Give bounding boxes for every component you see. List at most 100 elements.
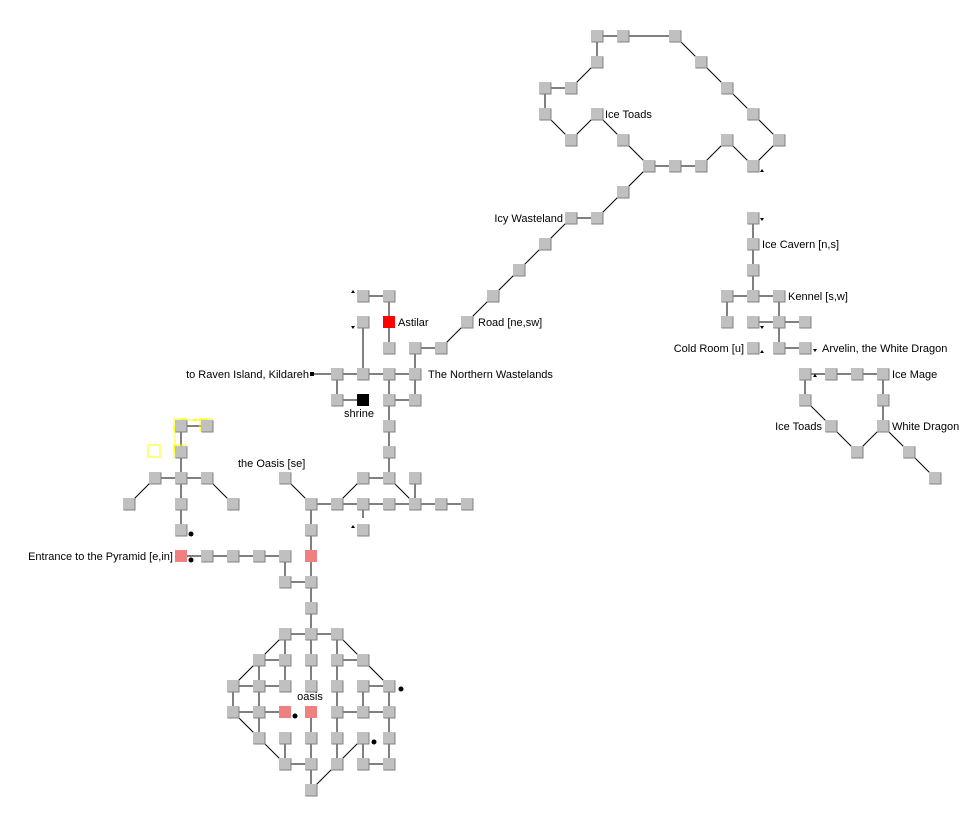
room[interactable] (331, 628, 344, 641)
room[interactable] (331, 732, 344, 745)
room[interactable] (773, 290, 786, 303)
room[interactable] (279, 654, 292, 667)
room[interactable] (565, 82, 578, 95)
room[interactable] (747, 264, 760, 277)
special-room[interactable] (305, 706, 317, 718)
room[interactable] (305, 602, 318, 615)
room[interactable] (617, 186, 630, 199)
room[interactable] (747, 212, 760, 225)
room[interactable] (825, 420, 838, 433)
room[interactable] (305, 758, 318, 771)
room[interactable] (201, 472, 214, 485)
room[interactable] (201, 420, 214, 433)
room[interactable] (305, 784, 318, 797)
room[interactable] (799, 342, 812, 355)
room[interactable] (253, 550, 266, 563)
room[interactable] (357, 654, 370, 667)
room[interactable] (877, 394, 890, 407)
room[interactable] (747, 316, 760, 329)
room[interactable] (773, 342, 786, 355)
room[interactable] (409, 368, 422, 381)
room[interactable] (539, 82, 552, 95)
room[interactable] (357, 758, 370, 771)
room[interactable] (539, 238, 552, 251)
room[interactable] (773, 316, 786, 329)
room[interactable] (669, 160, 682, 173)
room[interactable] (149, 472, 162, 485)
room[interactable] (305, 524, 318, 537)
room[interactable] (643, 160, 656, 173)
room[interactable] (565, 134, 578, 147)
room[interactable] (331, 680, 344, 693)
room[interactable] (383, 290, 396, 303)
room[interactable] (565, 212, 578, 225)
room[interactable] (383, 732, 396, 745)
room[interactable] (409, 394, 422, 407)
room[interactable] (357, 524, 370, 537)
room[interactable] (591, 212, 604, 225)
room[interactable] (305, 498, 318, 511)
room[interactable] (227, 706, 240, 719)
room[interactable] (253, 706, 266, 719)
room[interactable] (851, 446, 864, 459)
room[interactable] (201, 550, 214, 563)
room[interactable] (669, 30, 682, 43)
room[interactable] (799, 394, 812, 407)
room[interactable] (175, 420, 188, 433)
room[interactable] (331, 368, 344, 381)
room[interactable] (799, 316, 812, 329)
room[interactable] (357, 680, 370, 693)
room[interactable] (747, 108, 760, 121)
room[interactable] (617, 30, 630, 43)
room[interactable] (383, 368, 396, 381)
room[interactable] (721, 82, 734, 95)
room[interactable] (279, 550, 292, 563)
room[interactable] (383, 420, 396, 433)
room[interactable] (279, 680, 292, 693)
room[interactable] (253, 732, 266, 745)
room[interactable] (305, 654, 318, 667)
room[interactable] (331, 706, 344, 719)
room[interactable] (383, 394, 396, 407)
room[interactable] (773, 134, 786, 147)
room[interactable] (175, 472, 188, 485)
room[interactable] (383, 472, 396, 485)
room[interactable] (357, 368, 370, 381)
room[interactable] (825, 368, 838, 381)
current-room[interactable] (383, 316, 395, 328)
shrine-room[interactable] (357, 394, 369, 406)
room[interactable] (227, 680, 240, 693)
room[interactable] (383, 758, 396, 771)
special-room[interactable] (175, 550, 187, 562)
room[interactable] (175, 446, 188, 459)
room[interactable] (331, 498, 344, 511)
room[interactable] (747, 290, 760, 303)
room[interactable] (357, 706, 370, 719)
room[interactable] (877, 420, 890, 433)
room[interactable] (435, 342, 448, 355)
room[interactable] (383, 446, 396, 459)
room[interactable] (123, 498, 136, 511)
room[interactable] (461, 498, 474, 511)
room[interactable] (331, 654, 344, 667)
room[interactable] (175, 498, 188, 511)
room[interactable] (747, 342, 760, 355)
room[interactable] (721, 316, 734, 329)
room[interactable] (721, 134, 734, 147)
room[interactable] (305, 680, 318, 693)
room[interactable] (305, 732, 318, 745)
room[interactable] (409, 342, 422, 355)
room[interactable] (279, 732, 292, 745)
room[interactable] (305, 628, 318, 641)
room[interactable] (305, 576, 318, 589)
room[interactable] (695, 56, 708, 69)
room[interactable] (721, 290, 734, 303)
room[interactable] (357, 498, 370, 511)
room[interactable] (357, 316, 370, 329)
room[interactable] (591, 56, 604, 69)
room[interactable] (799, 368, 812, 381)
room[interactable] (747, 238, 760, 251)
room[interactable] (617, 134, 630, 147)
room[interactable] (227, 550, 240, 563)
room[interactable] (513, 264, 526, 277)
